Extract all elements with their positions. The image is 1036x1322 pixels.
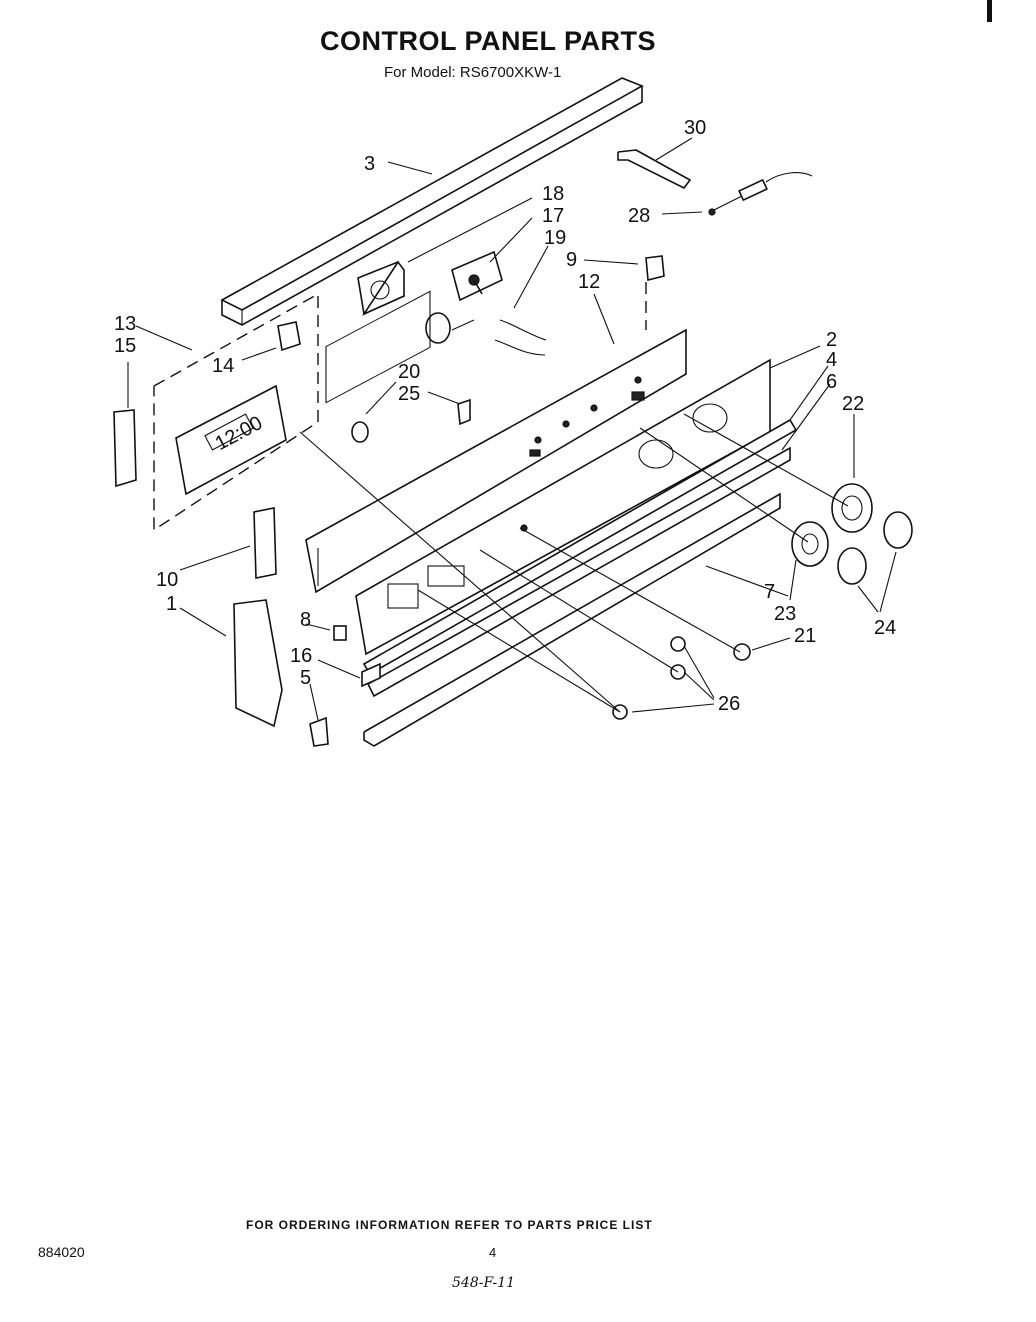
part-1-end-cap <box>233 599 283 728</box>
part-26-nut-a <box>670 636 686 652</box>
callout-20: 20 <box>398 361 420 383</box>
part-16-strip <box>361 662 381 688</box>
scan-edge-mark <box>987 0 992 22</box>
callout-19: 19 <box>544 227 566 249</box>
callout-28: 28 <box>628 205 650 227</box>
callout-4: 4 <box>826 349 837 371</box>
part-20-lamp <box>351 421 369 443</box>
part-7-channel <box>363 492 781 747</box>
part-18-switch <box>357 260 405 316</box>
part-3-trim-strip <box>220 77 644 326</box>
part-10-bracket <box>253 507 277 579</box>
callout-12: 12 <box>578 271 600 293</box>
leader-lines <box>127 137 897 721</box>
model-subtitle: For Model: RS6700XKW-1 <box>384 64 562 81</box>
part-12-rear-panel <box>305 290 687 594</box>
callout-24: 23 <box>774 603 796 625</box>
ordering-note: FOR ORDERING INFORMATION REFER TO PARTS … <box>246 1218 653 1232</box>
callout-18: 18 <box>542 183 564 205</box>
callout-13: 13 <box>114 313 136 335</box>
handwritten-reference: 548-F-11 <box>452 1275 516 1291</box>
part-6-strip <box>366 446 791 698</box>
callout-26: 26 <box>718 693 740 715</box>
part-8-block <box>333 625 347 641</box>
callout-14: 14 <box>212 355 234 377</box>
callout-7: 7 <box>764 581 775 603</box>
callout-8: 8 <box>300 609 311 631</box>
page-title: CONTROL PANEL PARTS <box>320 26 657 56</box>
part-23-bezel <box>831 483 873 533</box>
callout-9: 9 <box>566 249 577 271</box>
assembly-lines <box>299 282 849 713</box>
callout-16: 16 <box>290 645 312 667</box>
callout-6: 6 <box>826 371 837 393</box>
callout-15: 15 <box>114 335 136 357</box>
part-28-sensor <box>708 172 813 216</box>
callout-2: 2 <box>826 329 837 351</box>
callout-1: 1 <box>166 593 177 615</box>
callout-30: 30 <box>684 117 706 139</box>
part-9-switch <box>645 255 665 282</box>
part-17-switch <box>451 250 503 302</box>
callout-25: 24 <box>874 617 896 639</box>
callout-5: 5 <box>300 667 311 689</box>
document-number: 884020 <box>38 1244 85 1260</box>
callout-3: 3 <box>364 153 375 175</box>
part-5-cap <box>309 716 329 747</box>
page-number: 4 <box>489 1245 497 1260</box>
callout-23: 22 <box>842 393 864 415</box>
callout-17: 17 <box>542 205 564 227</box>
callout-10: 10 <box>156 569 178 591</box>
part-24-bezel <box>791 521 829 567</box>
part-21-nut <box>733 643 751 661</box>
callout-labels: 3 18 17 19 30 28 9 12 2 4 6 22 7 23 24 2… <box>114 117 896 715</box>
part-22-clip <box>457 398 471 426</box>
part-15-bracket <box>113 409 137 488</box>
part-13-clock-module: 12:00 <box>153 292 319 532</box>
callout-22: 25 <box>398 383 420 405</box>
callout-21: 21 <box>794 625 816 647</box>
part-4-strip <box>362 418 798 676</box>
part-14-clip <box>277 321 301 352</box>
part-19-ring-and-wires <box>425 312 547 356</box>
part-25-knobs <box>837 511 913 585</box>
part-30-bracket <box>617 149 692 190</box>
